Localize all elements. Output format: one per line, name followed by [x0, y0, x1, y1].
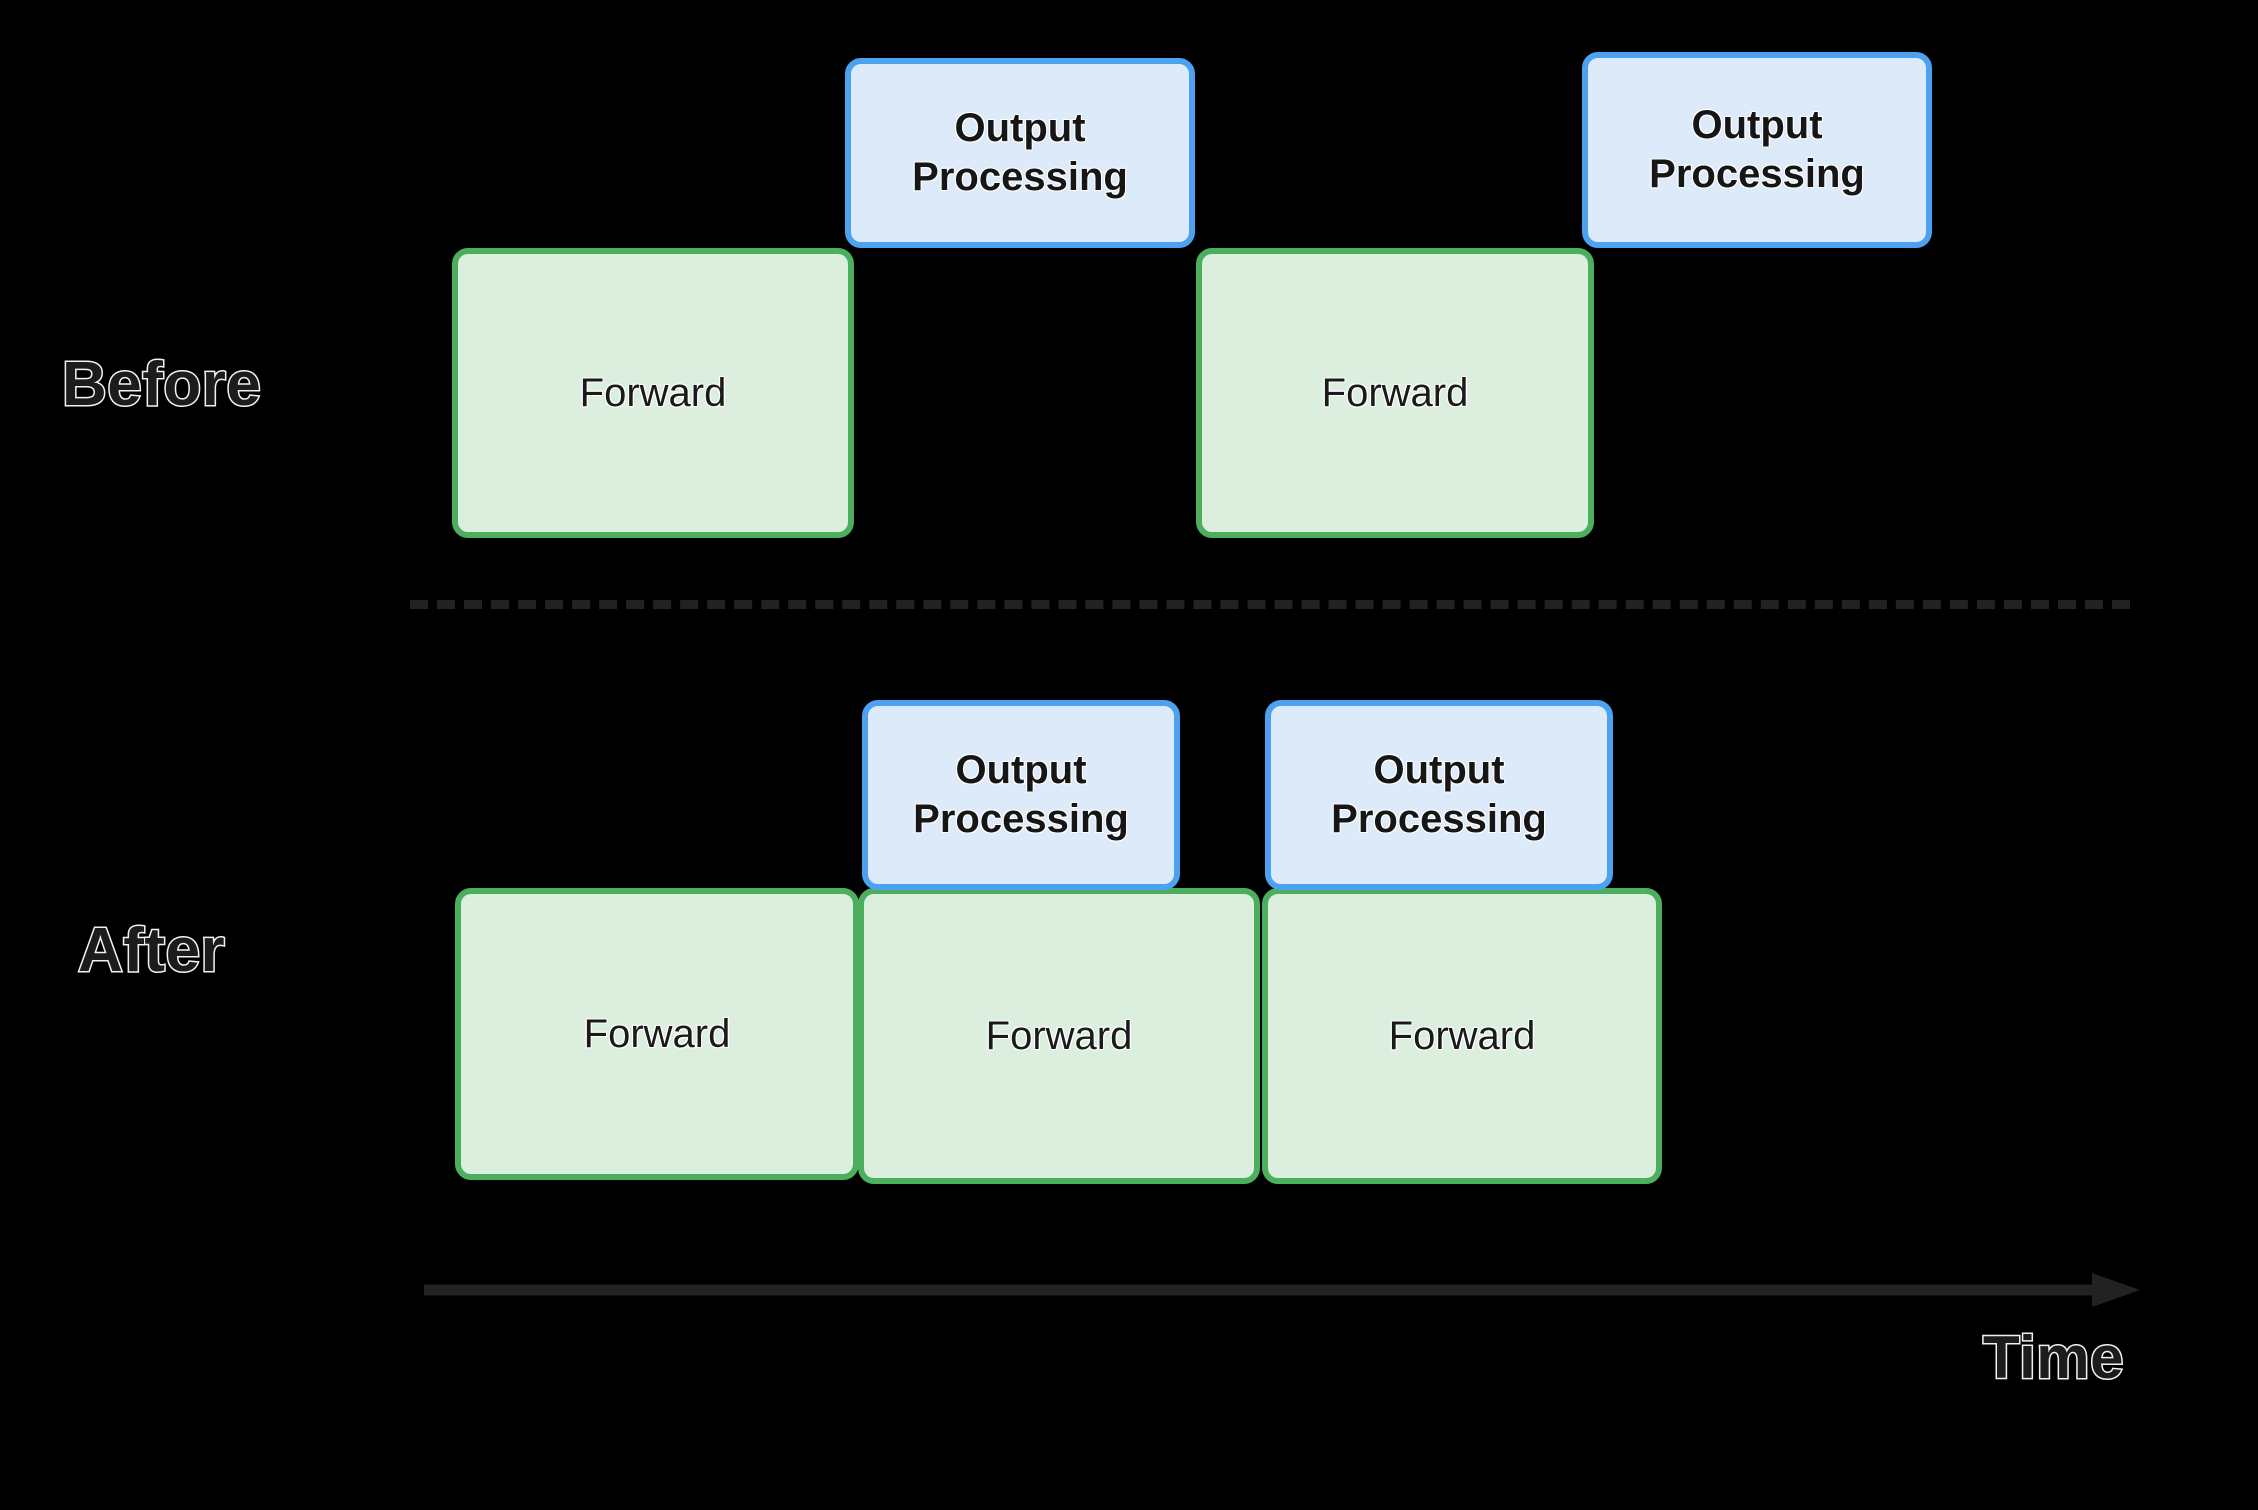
after-forward-block-3: Forward: [1262, 888, 1662, 1184]
before-output-processing-block-1: Output Processing: [845, 58, 1195, 248]
block-label: Output Processing: [1649, 103, 1865, 196]
section-divider-dashed-line: [410, 600, 2130, 609]
block-label: Output Processing: [912, 106, 1128, 199]
row-label-before: Before: [60, 350, 262, 419]
time-axis-arrow: [424, 1273, 2140, 1307]
before-output-processing-block-2: Output Processing: [1582, 52, 1932, 248]
block-label: Forward: [985, 1013, 1133, 1058]
block-label: Forward: [579, 370, 727, 415]
row-label-after: After: [76, 916, 226, 985]
block-label: Forward: [1321, 370, 1469, 415]
time-axis-arrowhead-icon: [2092, 1273, 2140, 1307]
time-axis-label: Time: [1982, 1324, 2125, 1391]
before-forward-block-1: Forward: [452, 248, 854, 538]
block-label: Output Processing: [1331, 748, 1547, 841]
block-label: Forward: [583, 1011, 731, 1056]
after-forward-block-1: Forward: [455, 888, 859, 1180]
after-output-processing-block-2: Output Processing: [1265, 700, 1613, 890]
block-label: Forward: [1388, 1013, 1536, 1058]
after-forward-block-2: Forward: [858, 888, 1260, 1184]
after-output-processing-block-1: Output Processing: [862, 700, 1180, 890]
before-forward-block-2: Forward: [1196, 248, 1594, 538]
block-label: Output Processing: [913, 748, 1129, 841]
